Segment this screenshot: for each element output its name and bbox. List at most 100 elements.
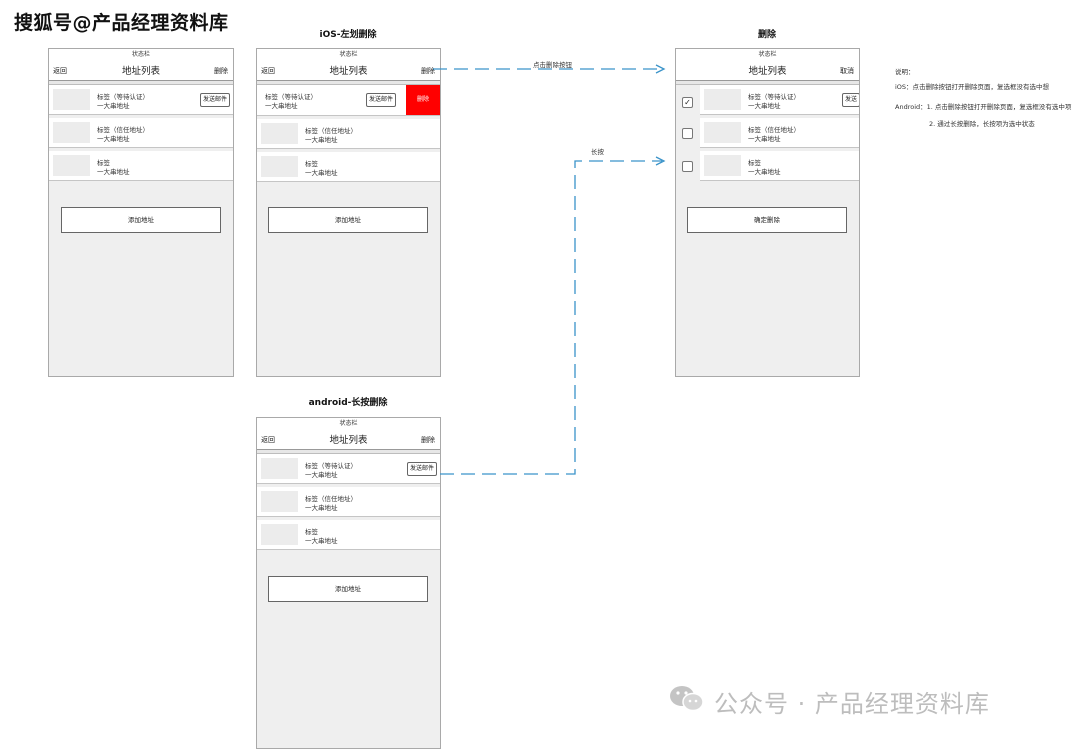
- thumbnail: [704, 89, 741, 110]
- note-android-1: Android：1. 点击删除按钮打开删除页面，复选框没有选中项: [895, 103, 1072, 111]
- item-title: 标签（等待认证）: [748, 93, 800, 101]
- item-title: 标签（信任地址）: [305, 127, 357, 135]
- send-email-button[interactable]: 发送邮件: [406, 462, 437, 476]
- thumbnail: [704, 155, 741, 176]
- item-title: 标签（信任地址）: [305, 495, 357, 503]
- thumbnail: [704, 122, 741, 143]
- status-bar: 状态栏: [676, 49, 859, 60]
- nav-bar: 返回 地址列表 删除: [257, 60, 440, 81]
- status-bar: 状态栏: [257, 49, 440, 60]
- item-title: 标签: [97, 159, 110, 167]
- nav-bar: 返回 地址列表 删除: [257, 429, 440, 450]
- status-bar: 状态栏: [257, 418, 440, 429]
- arrow-label-tap-delete: 点击删除按钮: [533, 61, 572, 69]
- list-item[interactable]: 标签 一大串地址: [700, 151, 859, 181]
- checkbox-unchecked[interactable]: [682, 161, 693, 172]
- add-address-button[interactable]: 添加地址: [268, 207, 428, 233]
- send-email-button[interactable]: 发送邮件: [365, 93, 396, 107]
- send-email-button[interactable]: 发送: [841, 93, 859, 107]
- back-button[interactable]: 返回: [261, 67, 275, 75]
- item-title: 标签（信任地址）: [97, 126, 149, 134]
- thumbnail: [261, 524, 298, 545]
- thumbnail: [261, 123, 298, 144]
- list-item[interactable]: 标签（等待认证） 一大串地址 发送邮件: [49, 85, 233, 115]
- list-item-swiped[interactable]: 标签（等待认证） 一大串地址 发送邮件 删除: [257, 85, 440, 116]
- item-address: 一大串地址: [748, 102, 781, 110]
- nav-bar: 返回 地址列表 删除: [49, 60, 233, 81]
- title-ios: iOS-左划删除: [319, 30, 377, 40]
- wechat-icon: [668, 683, 706, 713]
- item-address: 一大串地址: [97, 135, 130, 143]
- item-title: 标签（信任地址）: [748, 126, 800, 134]
- list-item[interactable]: 标签（等待认证） 一大串地址 发送: [700, 85, 859, 115]
- item-address: 一大串地址: [305, 537, 338, 545]
- phone-android: 状态栏 返回 地址列表 删除 标签（等待认证） 一大串地址 发送邮件 标签（信任…: [256, 417, 441, 749]
- phone-delete: 状态栏 地址列表 取消 ✓ 标签（等待认证） 一大串地址 发送 标签（信任地址）…: [675, 48, 860, 377]
- add-address-button[interactable]: 添加地址: [61, 207, 221, 233]
- divider: [257, 450, 440, 454]
- thumbnail: [261, 156, 298, 177]
- status-bar: 状态栏: [49, 49, 233, 60]
- item-title: 标签: [305, 528, 318, 536]
- list-item[interactable]: 标签（等待认证） 一大串地址 发送邮件: [257, 454, 440, 484]
- send-email-button[interactable]: 发送邮件: [199, 93, 230, 107]
- item-address: 一大串地址: [305, 504, 338, 512]
- page-title: 地址列表: [329, 435, 368, 446]
- item-address: 一大串地址: [305, 169, 338, 177]
- delete-button[interactable]: 删除: [421, 67, 435, 75]
- item-address: 一大串地址: [97, 102, 130, 110]
- delete-button[interactable]: 删除: [421, 436, 435, 444]
- watermark-bottom: 公众号 · 产品经理资料库: [714, 690, 990, 718]
- item-address: 一大串地址: [265, 102, 298, 110]
- checkbox-checked[interactable]: ✓: [682, 97, 693, 108]
- item-address: 一大串地址: [97, 168, 130, 176]
- item-title: 标签（等待认证）: [97, 93, 149, 101]
- item-address: 一大串地址: [305, 136, 338, 144]
- title-android: android-长按删除: [308, 398, 388, 408]
- arrowhead: [655, 64, 666, 74]
- phone-default: 状态栏 返回 地址列表 删除 标签（等待认证） 一大串地址 发送邮件 标签（信任…: [48, 48, 234, 377]
- thumbnail: [261, 491, 298, 512]
- arrow-long-press: [440, 160, 662, 475]
- item-address: 一大串地址: [748, 135, 781, 143]
- cancel-button[interactable]: 取消: [840, 67, 854, 75]
- item-address: 一大串地址: [305, 471, 338, 479]
- add-address-button[interactable]: 添加地址: [268, 576, 428, 602]
- list-item[interactable]: 标签（信任地址） 一大串地址: [700, 118, 859, 148]
- list-item[interactable]: 标签 一大串地址: [257, 152, 440, 182]
- title-delete: 删除: [757, 30, 776, 40]
- divider: [257, 81, 440, 85]
- thumbnail: [53, 89, 90, 110]
- note-ios: iOS：点击删除按钮打开删除页面，复选框没有选中想: [895, 83, 1050, 91]
- arrowhead: [655, 156, 666, 166]
- page-title: 地址列表: [329, 66, 368, 77]
- note-android-2: 2. 通过长按删除，长按项为选中状态: [929, 120, 1035, 128]
- item-title: 标签: [305, 160, 318, 168]
- back-button[interactable]: 返回: [261, 436, 275, 444]
- arrow-label-long-press: 长按: [591, 148, 604, 156]
- thumbnail: [261, 458, 298, 479]
- list-item[interactable]: 标签（信任地址） 一大串地址: [49, 118, 233, 148]
- watermark-top: 搜狐号@产品经理资料库: [14, 12, 229, 34]
- confirm-delete-button[interactable]: 确定删除: [687, 207, 847, 233]
- list-item[interactable]: 标签 一大串地址: [257, 520, 440, 550]
- list-item[interactable]: 标签（信任地址） 一大串地址: [257, 119, 440, 149]
- item-title: 标签（等待认证）: [305, 462, 357, 470]
- delete-button[interactable]: 删除: [214, 67, 228, 75]
- divider: [49, 81, 233, 85]
- item-title: 标签（等待认证）: [265, 93, 317, 101]
- list-item[interactable]: 标签（信任地址） 一大串地址: [257, 487, 440, 517]
- phone-ios: 状态栏 返回 地址列表 删除 标签（等待认证） 一大串地址 发送邮件 删除 标签…: [256, 48, 441, 377]
- back-button[interactable]: 返回: [53, 67, 67, 75]
- nav-bar: 地址列表 取消: [676, 60, 859, 81]
- checkbox-unchecked[interactable]: [682, 128, 693, 139]
- page-title: 地址列表: [748, 66, 787, 77]
- note-heading: 说明：: [895, 68, 915, 76]
- item-title: 标签: [748, 159, 761, 167]
- swipe-delete-button[interactable]: 删除: [406, 85, 440, 115]
- item-address: 一大串地址: [748, 168, 781, 176]
- thumbnail: [53, 122, 90, 143]
- divider: [676, 81, 859, 85]
- list-item[interactable]: 标签 一大串地址: [49, 151, 233, 181]
